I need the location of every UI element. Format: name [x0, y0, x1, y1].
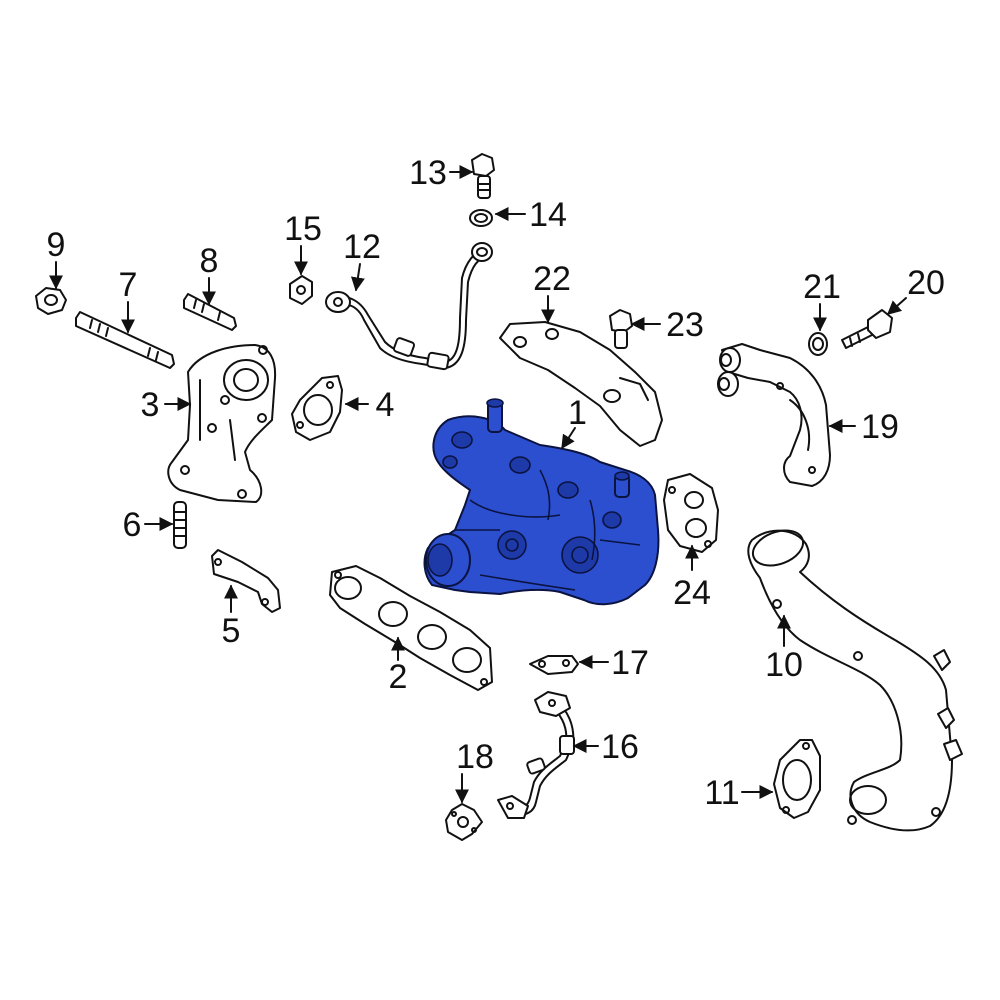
- part-6-stud[interactable]: [173, 501, 187, 549]
- part-24-gasket[interactable]: [663, 473, 719, 553]
- part-12-oil-line[interactable]: [325, 242, 493, 371]
- leader-20: [886, 297, 907, 315]
- part-10-duct[interactable]: [747, 524, 963, 832]
- part-4-gasket[interactable]: [291, 375, 343, 441]
- callout-14: 14: [529, 196, 567, 234]
- callout-15: 15: [284, 210, 322, 248]
- callout-19: 19: [861, 408, 899, 446]
- part-13-bolt[interactable]: [471, 153, 495, 199]
- callout-10: 10: [765, 646, 803, 684]
- part-8-stud[interactable]: [183, 293, 237, 331]
- callout-17: 17: [611, 644, 649, 682]
- callout-16: 16: [601, 728, 639, 766]
- part-22-heat-shield[interactable]: [499, 321, 663, 447]
- callout-11: 11: [704, 774, 739, 812]
- leader-12: [350, 263, 365, 292]
- callout-2: 2: [389, 658, 408, 696]
- part-9-nut[interactable]: [35, 287, 67, 315]
- part-17-gasket[interactable]: [529, 655, 579, 675]
- callout-6: 6: [123, 506, 142, 544]
- part-14-washer[interactable]: [469, 209, 493, 227]
- leader-1: [561, 427, 576, 450]
- callout-18: 18: [456, 738, 494, 776]
- part-21-washer[interactable]: [808, 332, 828, 356]
- part-20-bolt[interactable]: [841, 309, 893, 349]
- part-2-manifold-gasket[interactable]: [329, 565, 493, 691]
- part-5-bracket[interactable]: [211, 549, 281, 613]
- part-11-gasket[interactable]: [773, 739, 821, 819]
- part-23-bolt[interactable]: [609, 309, 633, 349]
- leader-lines: [49, 165, 907, 804]
- callout-22: 22: [533, 260, 571, 298]
- callout-7: 7: [119, 266, 138, 304]
- callout-4: 4: [376, 386, 395, 424]
- callout-3: 3: [141, 386, 160, 424]
- part-18-gasket[interactable]: [445, 803, 483, 841]
- callout-12: 12: [343, 228, 381, 266]
- callout-24: 24: [673, 574, 711, 612]
- callout-20: 20: [907, 264, 945, 302]
- callout-21: 21: [803, 268, 841, 306]
- part-1-turbocharger[interactable]: [423, 398, 660, 606]
- callout-13: 13: [409, 154, 447, 192]
- part-15-gasket[interactable]: [289, 275, 313, 305]
- part-7-long-stud[interactable]: [75, 311, 175, 369]
- callout-9: 9: [47, 226, 66, 264]
- callout-labels: 1 2 3 4 5 6 7 8 9 10 11 12 13 14 15 16 1…: [47, 154, 945, 812]
- part-16-oil-return[interactable]: [497, 691, 575, 819]
- part-3-outlet-elbow[interactable]: [167, 344, 277, 503]
- callout-23: 23: [666, 306, 704, 344]
- callout-8: 8: [200, 242, 219, 280]
- callout-5: 5: [222, 612, 241, 650]
- part-19-water-pipe[interactable]: [717, 343, 831, 487]
- callout-1: 1: [568, 394, 587, 432]
